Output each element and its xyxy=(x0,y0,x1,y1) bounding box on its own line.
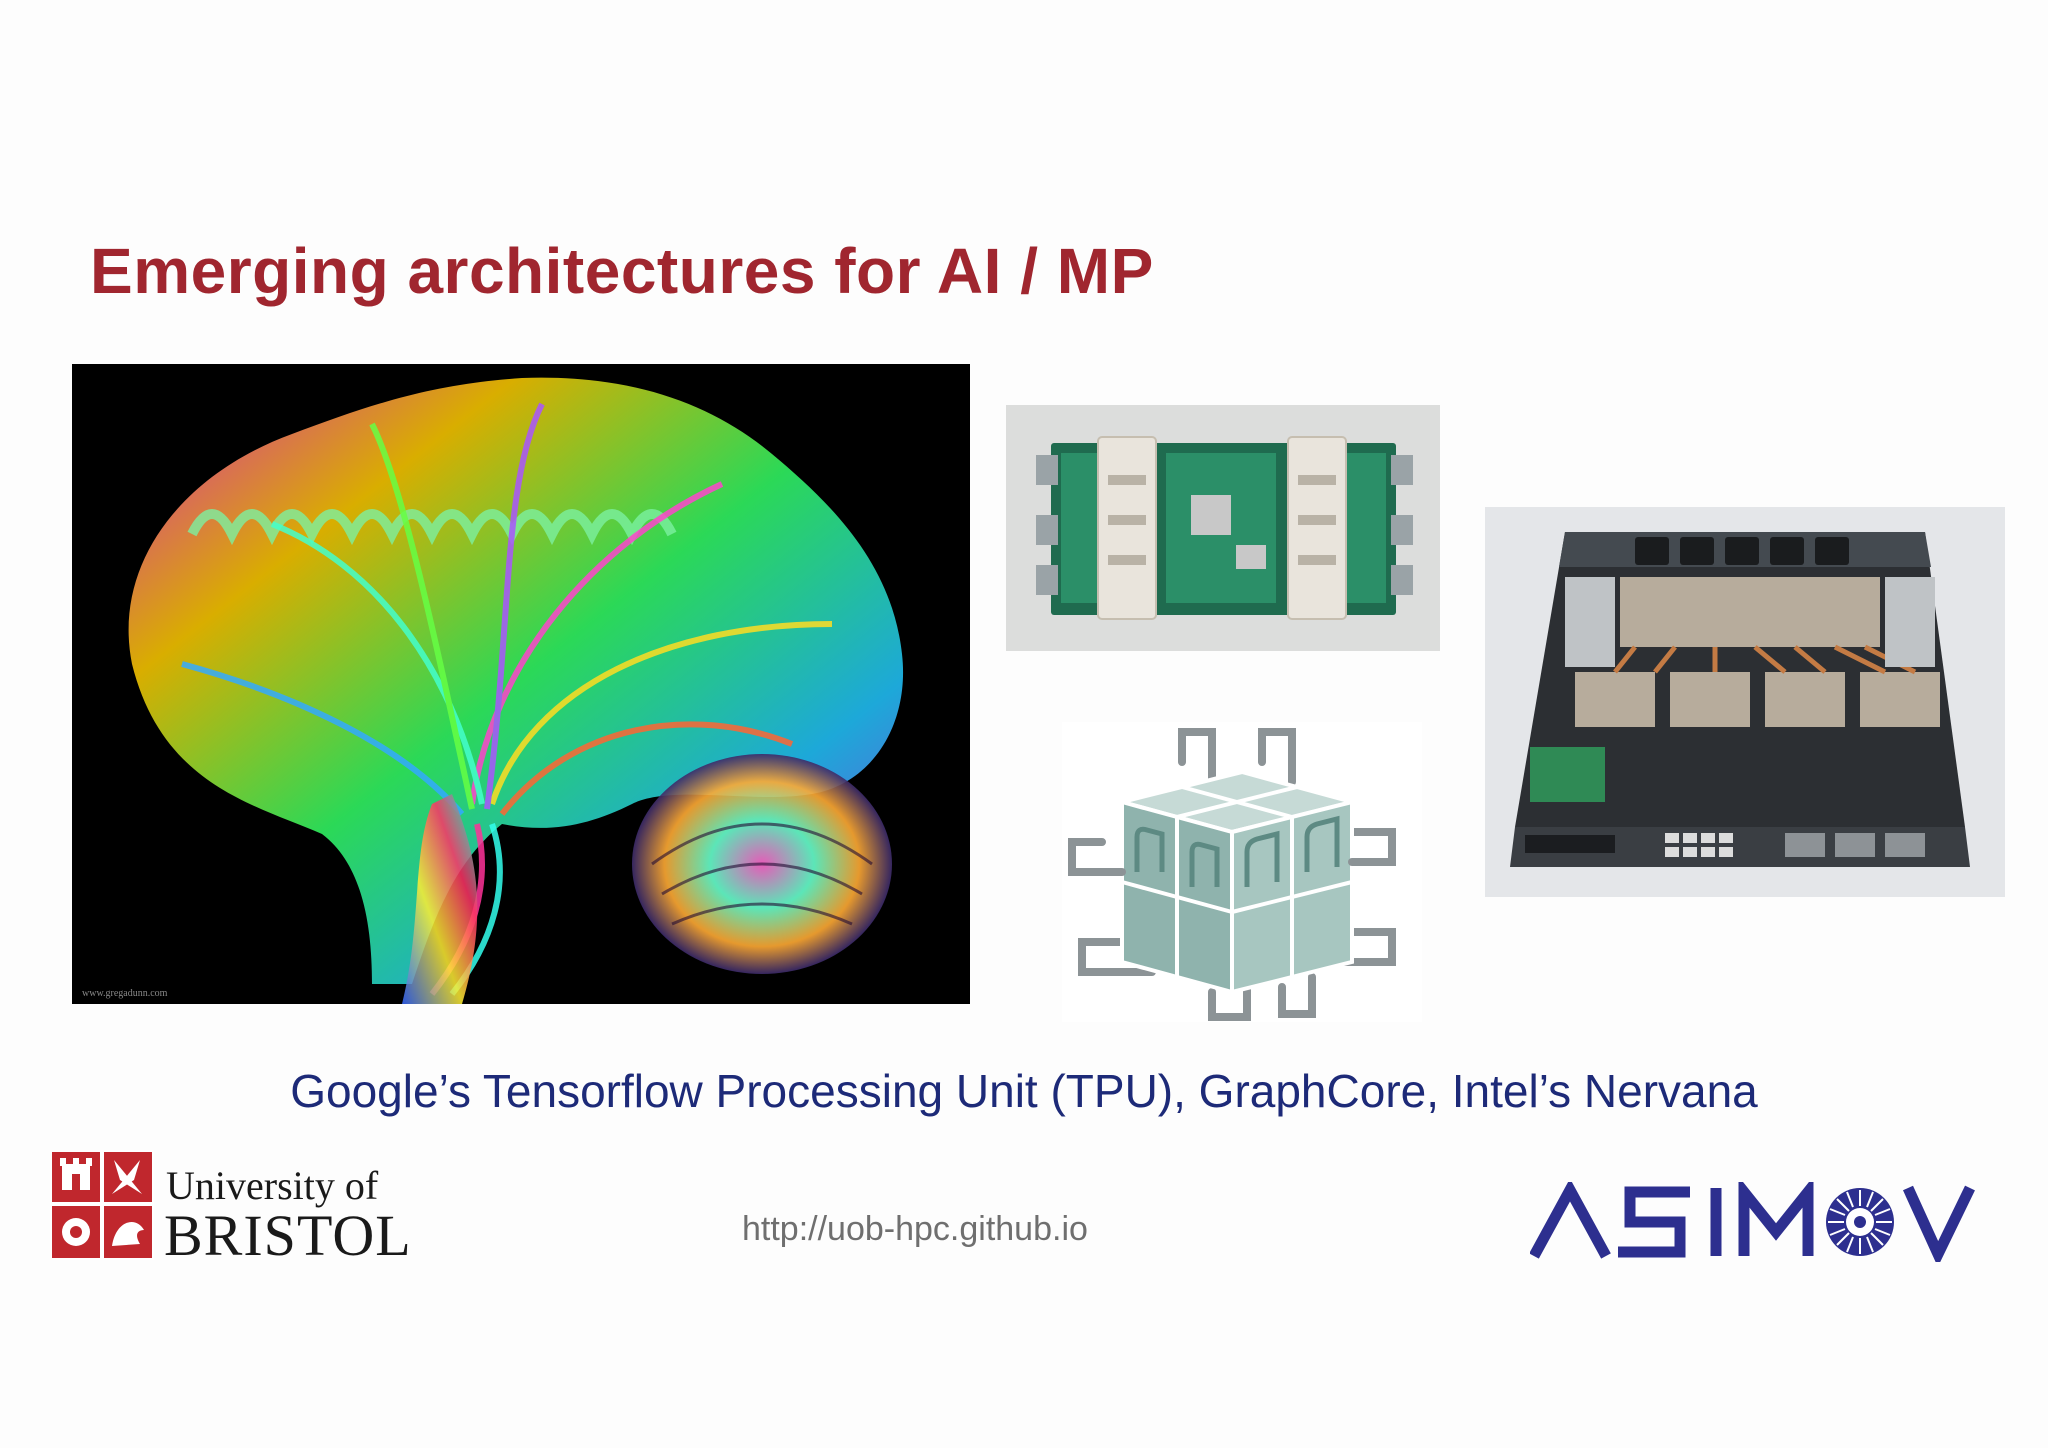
slide-caption: Google’s Tensorflow Processing Unit (TPU… xyxy=(290,1065,1758,1117)
bristol-logo-line1: University of xyxy=(166,1163,379,1208)
tpu-board-image xyxy=(1006,405,1440,651)
bristol-crest-icon xyxy=(50,1150,154,1260)
asimov-turbine-icon xyxy=(1826,1188,1894,1256)
bristol-logo-line2: BRISTOL xyxy=(164,1203,412,1268)
brain-credit: www.gregadunn.com xyxy=(82,988,168,999)
slide-title: Emerging architectures for AI / MP xyxy=(90,235,1154,307)
graphcore-cube-image xyxy=(1062,722,1422,1022)
asimov-logo xyxy=(1529,1176,1980,1267)
university-of-bristol-logo: University of BRISTOL xyxy=(50,1150,420,1268)
brain-connectome-image: www.gregadunn.com xyxy=(72,364,970,1004)
nervana-server-image xyxy=(1485,507,2005,897)
website-url: http://uob-hpc.github.io xyxy=(742,1210,1088,1248)
